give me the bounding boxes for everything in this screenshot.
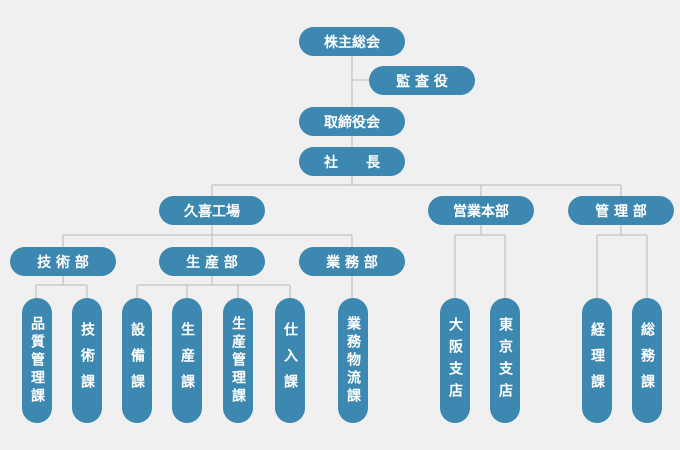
purchasing-section-box: 仕入課 [275, 298, 305, 423]
accounting-section-box: 経理課 [582, 298, 612, 423]
production-control-section-box: 生産管理課 [223, 298, 253, 423]
tech-section-box: 技術課 [72, 298, 102, 423]
shareholders-meeting-box: 株主総会 [299, 27, 405, 56]
accounting-section-label: 経理課 [589, 321, 605, 400]
board-of-directors-box: 取締役会 [299, 107, 405, 136]
operations-dept-box: 業 務 部 [299, 247, 405, 276]
production-section-box: 生産課 [172, 298, 202, 423]
equipment-section-box: 設備課 [122, 298, 152, 423]
production-dept-box: 生 産 部 [159, 247, 265, 276]
tech-section-label: 技術課 [79, 321, 95, 400]
osaka-branch-box: 大阪支店 [440, 298, 470, 423]
osaka-branch-label: 大阪支店 [447, 316, 463, 405]
quality-control-section-label: 品質管理課 [29, 315, 45, 406]
tokyo-branch-label: 東京支店 [497, 316, 513, 405]
equipment-section-label: 設備課 [129, 321, 145, 400]
purchasing-section-label: 仕入課 [282, 321, 298, 400]
tech-dept-box: 技 術 部 [10, 247, 116, 276]
production-section-label: 生産課 [179, 321, 195, 400]
general-affairs-section-label: 総務課 [639, 321, 655, 400]
auditor-box: 監 査 役 [369, 66, 475, 95]
kuki-plant-box: 久喜工場 [159, 196, 265, 225]
logistics-section-box: 業務物流課 [338, 298, 368, 423]
production-control-section-label: 生産管理課 [230, 315, 246, 406]
quality-control-section-box: 品質管理課 [22, 298, 52, 423]
sales-hq-box: 営業本部 [428, 196, 534, 225]
tokyo-branch-box: 東京支店 [490, 298, 520, 423]
president-box: 社 長 [299, 147, 405, 176]
general-affairs-section-box: 総務課 [632, 298, 662, 423]
logistics-section-label: 業務物流課 [345, 315, 361, 406]
admin-dept-box: 管 理 部 [568, 196, 674, 225]
